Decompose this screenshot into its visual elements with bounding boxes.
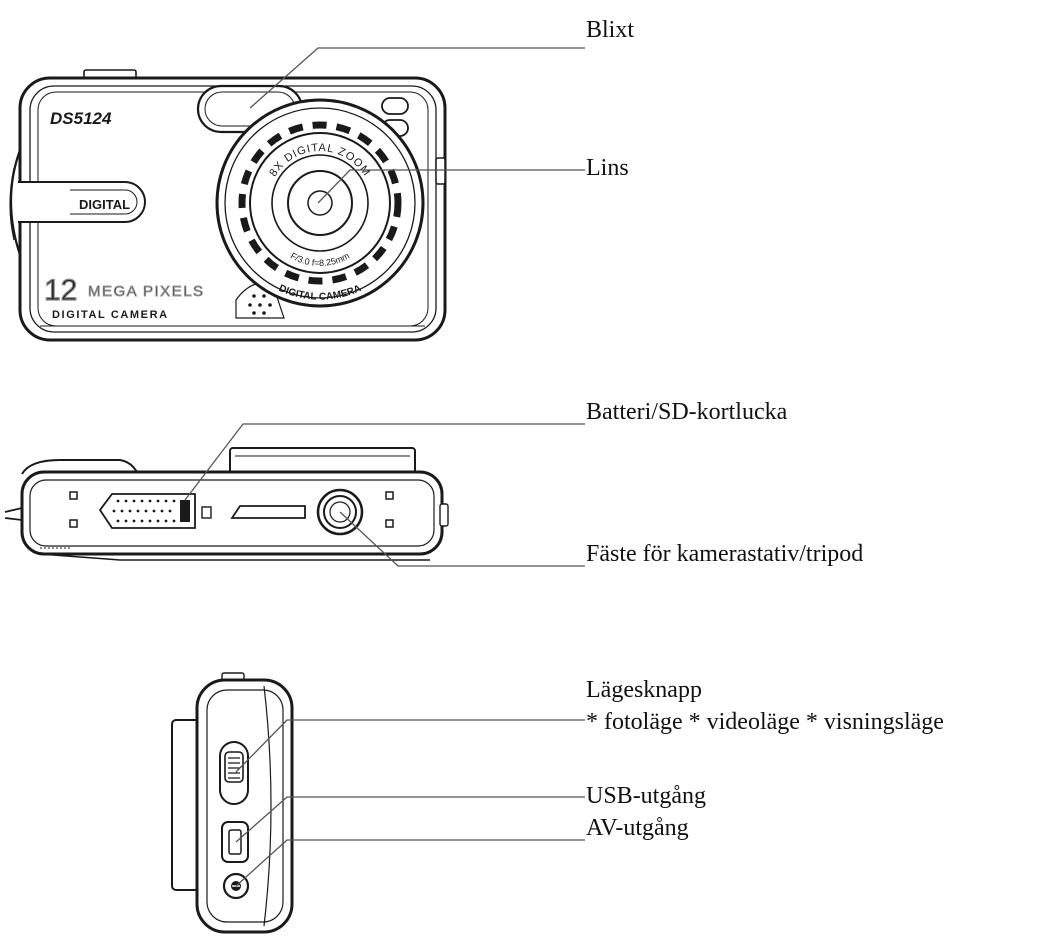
mode-switch [219,741,249,805]
digital-badge-text: DIGITAL [79,197,130,212]
side-view [171,672,294,934]
front-model-text: DS5124 [50,109,112,128]
label-tripod-mount: Fäste för kamerastativ/tripod [586,541,864,567]
leader-lines [184,47,585,887]
label-battery-door: Batteri/SD-kortlucka [586,399,788,425]
digital-badge: DIGITAL [18,181,146,223]
label-flash: Blixt [586,17,635,43]
megapixel-word: MEGA PIXELS [88,283,205,300]
label-lens: Lins [586,155,629,181]
label-mode-options: * fotoläge * videoläge * visningsläge [586,709,944,735]
label-av-port: AV-utgång [586,815,689,841]
megapixel-branding: 12 MEGA PIXELS DIGITAL CAMERA [43,273,205,321]
label-mode-button: Lägesknapp [586,677,702,703]
top-view [4,447,449,561]
label-usb-port: USB-utgång [586,783,706,809]
front-view: DS5124 DIGITAL 12 MEGA PIXELS DIGITAL CA… [9,69,447,342]
usb-port [221,821,249,863]
battery-door [98,493,196,529]
megapixel-number: 12 [44,274,77,307]
product-line-text: DIGITAL CAMERA [52,309,169,321]
lens-assembly: 8X DIGITAL ZOOM F/3.0 f=8.25mm DIGITAL C… [215,98,425,308]
